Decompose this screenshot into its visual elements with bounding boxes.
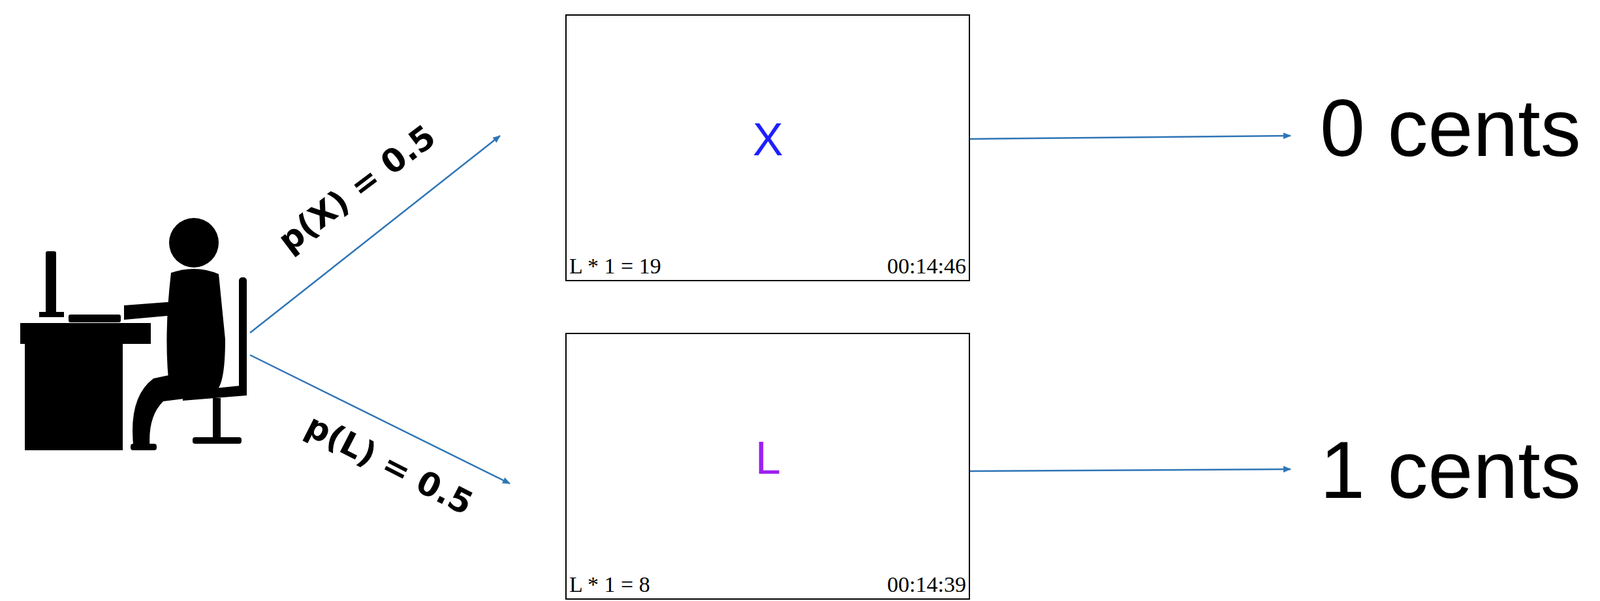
screen-box: L L * 1 = 8 00:14:39 [565, 332, 971, 600]
probability-label: p(X) = 0.5 [272, 119, 442, 258]
probability-label: p(L) = 0.5 [300, 408, 478, 521]
stimulus-letter: X [752, 116, 784, 163]
stimulus-letter: L [755, 435, 781, 482]
screen-box: X L * 1 = 19 00:14:46 [565, 14, 971, 282]
timer: 00:14:39 [887, 573, 967, 597]
payoff-label: 1 cents [1319, 429, 1582, 511]
payoff-label: 0 cents [1319, 87, 1582, 169]
score-counter: L * 1 = 8 [569, 573, 651, 597]
score-counter: L * 1 = 19 [569, 255, 662, 278]
person-at-desk-icon [20, 218, 247, 451]
payoff-arrows [970, 135, 1291, 472]
timer: 00:14:46 [887, 255, 967, 278]
